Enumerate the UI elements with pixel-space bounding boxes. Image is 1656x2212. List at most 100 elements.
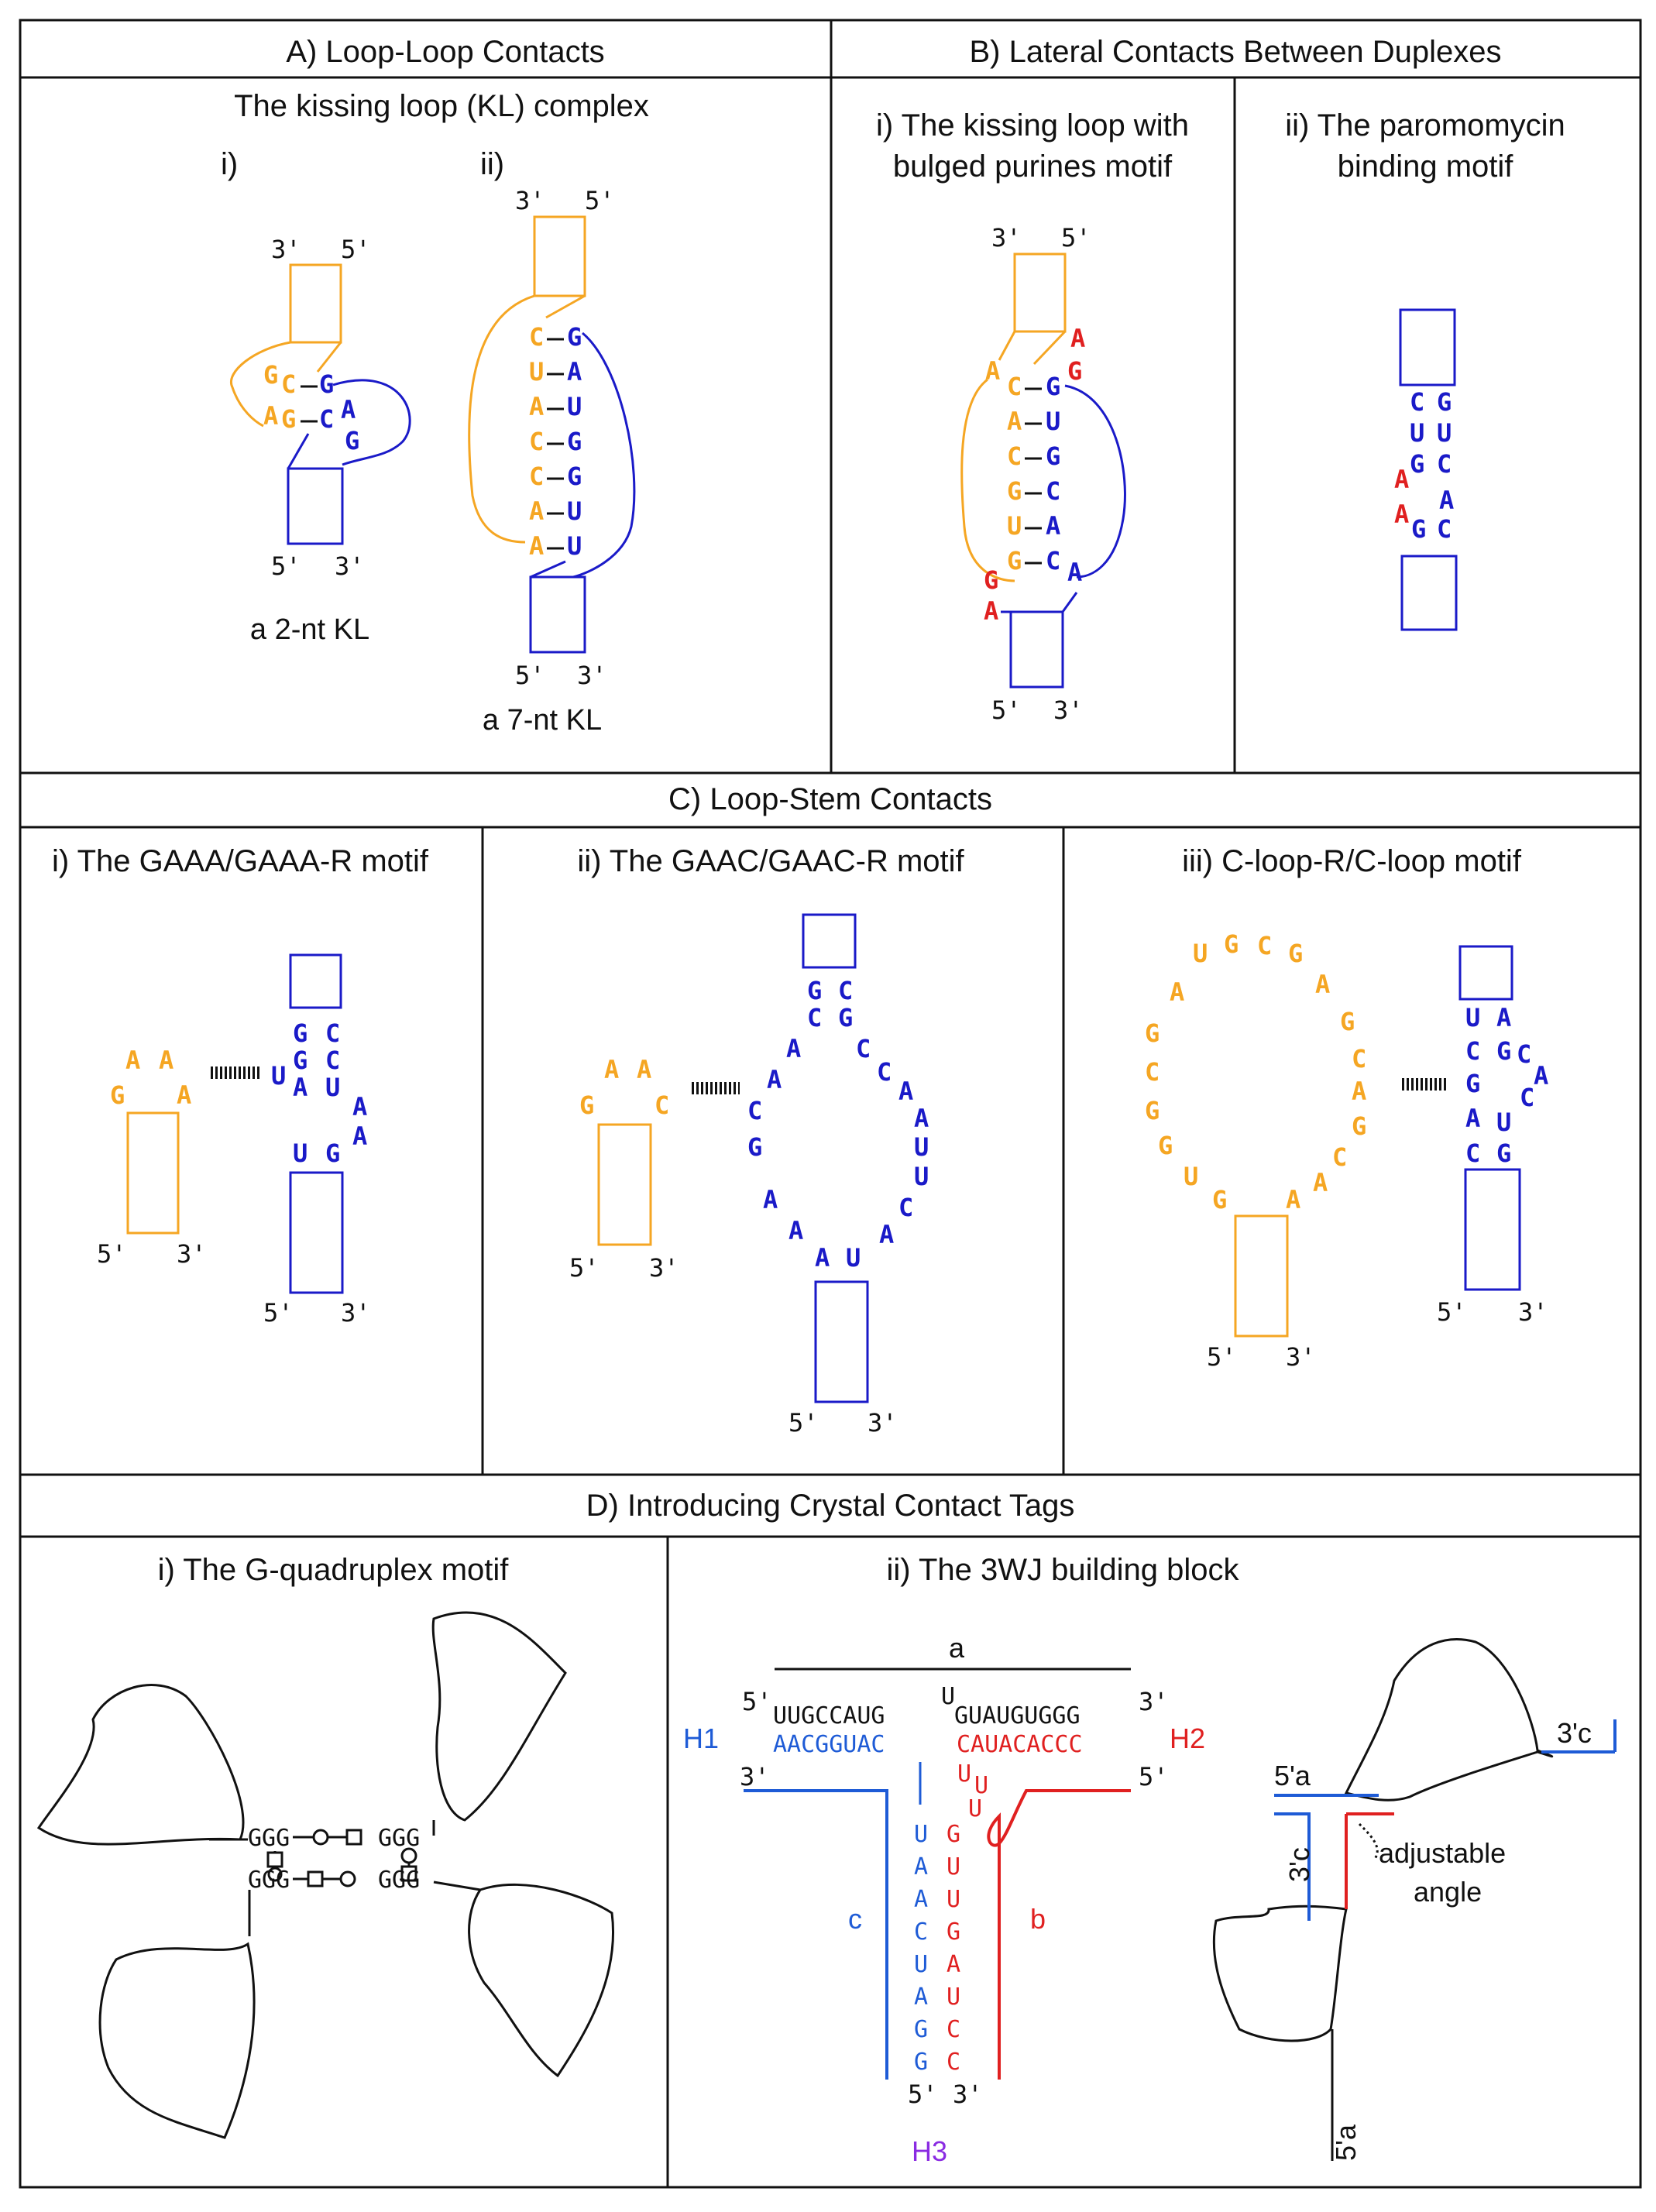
svg-text:U: U [271, 1061, 286, 1091]
svg-text:C: C [654, 1091, 669, 1120]
svg-text:C: C [1007, 441, 1022, 471]
svg-text:A: A [1394, 500, 1409, 529]
svg-text:G: G [293, 1018, 307, 1048]
angle-label: angle [1414, 1876, 1482, 1908]
nt-A: A [263, 401, 278, 431]
svg-text:U: U [567, 496, 582, 526]
u-bulge: U [941, 1683, 955, 1710]
svg-text:A: A [1007, 407, 1022, 436]
nt-C: C [319, 404, 334, 434]
helix-c-bar [744, 1789, 888, 2080]
svg-text:C: C [1352, 1044, 1366, 1073]
svg-text:C: C [1145, 1057, 1160, 1087]
end-label: 3' [868, 1408, 898, 1437]
end-3c-right: 3'c [1557, 1717, 1592, 1749]
svg-text:A: A [914, 1984, 928, 2011]
svg-text:G: G [1496, 1139, 1511, 1168]
section-c-title: C) Loop-Stem Contacts [668, 782, 992, 816]
nt-A: A [1067, 558, 1082, 587]
svg-text:G: G [947, 1821, 960, 1848]
end-label: 3' [341, 1298, 371, 1328]
end-5a: 5'a [1274, 1760, 1311, 1791]
end-label: 5' [585, 186, 615, 215]
svg-text:A: A [159, 1046, 174, 1075]
svg-text:A: A [914, 1886, 928, 1913]
svg-text:G: G [1145, 1018, 1160, 1048]
svg-text:C: C [1410, 387, 1424, 417]
svg-text:U: U [1496, 1108, 1511, 1137]
svg-text:C: C [947, 2016, 960, 2043]
svg-text:A: A [1352, 1077, 1366, 1106]
svg-text:U: U [567, 392, 582, 421]
svg-text:A: A [1465, 1104, 1480, 1133]
3wj-schematic [1212, 1638, 1554, 2161]
end-label: 5' [788, 1408, 819, 1437]
svg-text:G: G [914, 2016, 928, 2043]
svg-text:G: G [1496, 1036, 1511, 1066]
end-label: 5' [271, 551, 301, 581]
end-label: 3' [1518, 1297, 1548, 1327]
loop-orange [998, 331, 1016, 361]
end-label: 5' [1207, 1342, 1237, 1372]
svg-text:C: C [325, 1018, 340, 1048]
c-iii-title: iii) C-loop-R/C-loop motif [1182, 844, 1522, 878]
svg-text:G: G [567, 322, 582, 352]
svg-text:U: U [968, 1795, 982, 1822]
section-d-title: D) Introducing Crystal Contact Tags [586, 1489, 1075, 1523]
svg-text:U: U [947, 1853, 960, 1881]
stem-box-orange [533, 215, 586, 297]
end-3c: 3'c [1283, 1847, 1315, 1882]
label-a-i: i) [221, 147, 238, 181]
loop-orange [468, 294, 535, 544]
svg-text:G: G [1224, 929, 1239, 959]
svg-text:A: A [1315, 970, 1330, 999]
svg-text:U: U [846, 1243, 861, 1273]
svg-text:G: G [807, 976, 822, 1005]
schematic-b [1345, 1812, 1394, 1909]
ggg-2: GGG [378, 1825, 420, 1852]
loop-blue [287, 433, 310, 469]
b-ii-title-2: binding motif [1338, 149, 1514, 184]
svg-text:G: G [1145, 1096, 1160, 1125]
svg-text:A: A [767, 1065, 782, 1094]
svg-text:C: C [898, 1193, 913, 1222]
svg-text:G: G [293, 1046, 307, 1075]
svg-text:A: A [914, 1104, 929, 1133]
stem-box-orange [597, 1123, 652, 1246]
bot-strand-2: CAUACACCC [957, 1731, 1083, 1758]
svg-text:G: G [1046, 441, 1060, 471]
hoogsteen-symbols [266, 1829, 417, 1887]
end-label: 3' [1139, 1687, 1169, 1716]
svg-text:G: G [1437, 387, 1452, 417]
svg-text:U: U [974, 1772, 988, 1799]
label-h2: H2 [1170, 1723, 1205, 1754]
label-c: c [848, 1903, 862, 1935]
stem-box-orange [126, 1111, 180, 1235]
svg-text:U: U [957, 1760, 971, 1788]
svg-text:U: U [1437, 418, 1452, 448]
svg-text:U: U [1465, 1003, 1480, 1032]
svg-text:A: A [914, 1853, 928, 1881]
loop-orange [960, 378, 1015, 582]
nt-A: A [341, 395, 356, 424]
svg-text:G: G [1465, 1069, 1480, 1098]
end-label: 3' [335, 551, 365, 581]
nt-A: A [984, 596, 998, 626]
svg-text:U: U [1193, 939, 1208, 968]
svg-text:U: U [1184, 1162, 1198, 1191]
d-ii-title: ii) The 3WJ building block [886, 1553, 1239, 1587]
svg-text:G: G [1340, 1007, 1355, 1036]
schematic-c [1274, 1812, 1311, 1921]
label-h3: H3 [912, 2135, 947, 2167]
svg-text:C: C [877, 1057, 892, 1087]
svg-text:A: A [293, 1073, 307, 1102]
svg-text:A: A [1286, 1185, 1300, 1214]
end-label: 5' [263, 1298, 294, 1328]
quadruplex-blobs [36, 1611, 615, 2139]
panel-d-ii: ii) The 3WJ building block a 5' UUGCCAUG… [683, 1553, 1616, 2167]
